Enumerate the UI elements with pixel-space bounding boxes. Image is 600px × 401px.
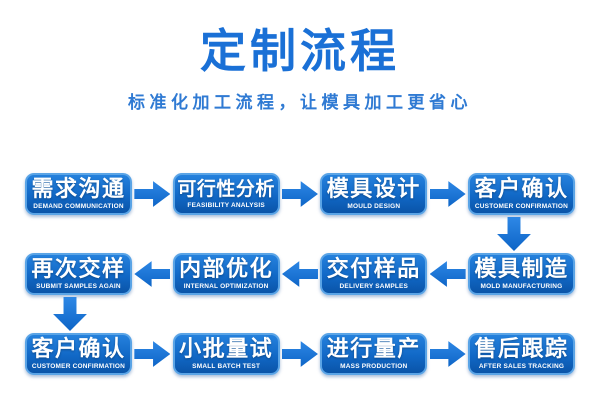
- flow-step-title: 客户确认: [474, 176, 569, 201]
- arrow-right-icon: [429, 341, 466, 367]
- flow-step-subtitle: MOLD MANUFACTURING: [480, 283, 563, 290]
- arrow-right-icon: [134, 341, 171, 367]
- arrow-left-icon: [429, 261, 466, 287]
- flow-step-subtitle: SMALL BATCH TEST: [192, 363, 261, 370]
- arrow-right-icon: [429, 181, 466, 207]
- flow-step: 模具制造 MOLD MANUFACTURING: [467, 253, 575, 295]
- arrow-right-icon: [134, 181, 171, 207]
- flow-step-subtitle: SUBMIT SAMPLES AGAIN: [36, 283, 121, 290]
- flow-step: 售后跟踪 AFTER SALES TRACKING: [467, 333, 575, 375]
- flow-step-title: 客户确认: [31, 336, 126, 361]
- flow-step-title: 可行性分析: [177, 178, 275, 200]
- flow-step: 进行量产 MASS PRODUCTION: [320, 333, 428, 375]
- arrow-down-icon: [497, 217, 531, 251]
- flow-step-title: 需求沟通: [31, 176, 126, 201]
- flow-step-subtitle: DEMAND COMMUNICATION: [33, 203, 124, 210]
- flow-step: 内部优化 INTERNAL OPTIMIZATION: [172, 253, 280, 295]
- flow-step-subtitle: FEASIBILITY ANALYSIS: [187, 201, 265, 209]
- flow-step: 交付样品 DELIVERY SAMPLES: [320, 253, 428, 295]
- flow-step-title: 售后跟踪: [474, 336, 569, 361]
- flow-step-title: 进行量产: [326, 336, 421, 361]
- flow-step-subtitle: INTERNAL OPTIMIZATION: [183, 283, 269, 290]
- flow-step-subtitle: CUSTOMER CONFIRMATION: [31, 363, 126, 370]
- flow-step: 客户确认 CUSTOMER CONFIRMATION: [467, 173, 575, 215]
- flow-step-subtitle: MOULD DESIGN: [347, 203, 401, 210]
- page-subtitle: 标准化加工流程，让模具加工更省心: [128, 93, 472, 112]
- flow-step: 小批量试 SMALL BATCH TEST: [172, 333, 280, 375]
- arrow-right-icon: [281, 181, 318, 207]
- arrow-left-icon: [134, 261, 171, 287]
- flow-step-title: 内部优化: [179, 256, 274, 281]
- flow-step-subtitle: MASS PRODUCTION: [340, 363, 408, 370]
- flow-step: 再次交样 SUBMIT SAMPLES AGAIN: [25, 253, 132, 295]
- flow-step: 客户确认 CUSTOMER CONFIRMATION: [25, 333, 132, 375]
- flow-step: 需求沟通 DEMAND COMMUNICATION: [25, 173, 132, 215]
- flow-step-subtitle: AFTER SALES TRACKING: [478, 363, 565, 370]
- flow-step-title: 模具设计: [326, 176, 421, 201]
- arrow-right-icon: [281, 341, 318, 367]
- arrow-left-icon: [281, 261, 318, 287]
- page-title: 定制流程: [200, 25, 400, 77]
- flow-step-subtitle: DELIVERY SAMPLES: [339, 283, 409, 290]
- flow-step-subtitle: CUSTOMER CONFIRMATION: [474, 203, 569, 210]
- flow-step-title: 模具制造: [474, 256, 569, 281]
- flow-step-title: 交付样品: [326, 256, 421, 281]
- flow-step: 模具设计 MOULD DESIGN: [320, 173, 428, 215]
- flow-row-2: 再次交样 SUBMIT SAMPLES AGAIN 内部优化 INTERNAL OPT…: [0, 253, 600, 295]
- arrow-down-icon: [53, 297, 87, 331]
- flow-step-title: 再次交样: [31, 256, 126, 281]
- flow-row-3: 客户确认 CUSTOMER CONFIRMATION 小批量试 SMALL BATCH…: [0, 333, 600, 375]
- flow-step-title: 小批量试: [179, 336, 274, 361]
